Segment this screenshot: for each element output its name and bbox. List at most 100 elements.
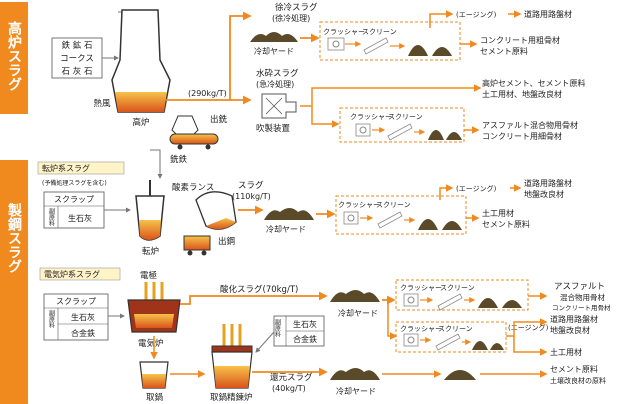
screen-label: スクリーン — [376, 201, 411, 209]
process-box — [335, 195, 467, 235]
section-bar-steel: 製鋼スラグ — [0, 160, 28, 404]
aging-label: (エージング) — [456, 10, 497, 19]
torpedo-car — [169, 115, 219, 150]
slow-cool-title: 徐冷スラグ — [275, 2, 318, 13]
blast-slag-rate: (290kg/T) — [188, 89, 227, 98]
section-bar-blast: 高炉スラグ — [0, 2, 28, 114]
converter-vessel — [135, 195, 165, 241]
input-limestone: 石 灰 石 — [62, 66, 93, 77]
product-ground-improver: 地盤改良材 — [550, 325, 590, 335]
screen-label: スクリーン — [440, 284, 475, 292]
converter-label-text: 転炉系スラグ — [42, 163, 90, 173]
blower-device — [261, 93, 297, 119]
input-scrap: スクラップ — [54, 195, 94, 204]
crusher-icon — [327, 37, 345, 51]
product-road-base: 道路用路盤材 — [524, 178, 572, 188]
cooling-yard-label: 冷却ヤード — [338, 308, 378, 318]
slow-cool-sub: (徐冷処理) — [272, 13, 310, 23]
product-cement-raw: セメント原料 — [480, 46, 528, 56]
crusher-icon — [355, 123, 371, 137]
screen-icon — [363, 37, 389, 55]
aging-label: (エージング) — [456, 184, 497, 193]
reducing-slag-title: 還元スラグ — [270, 372, 313, 383]
aggregate-piles — [408, 45, 452, 56]
input-coke: コークス — [60, 54, 94, 64]
crusher-label: クラッシャー — [350, 113, 392, 121]
product-road-base: 道路用路盤材 — [550, 314, 598, 324]
product-blast-cement: 高炉セメント、セメント原料 — [482, 78, 586, 88]
electric-furnace-label: 電気炉 — [138, 338, 164, 349]
refining-furnace-label: 取鍋精錬炉 — [210, 392, 253, 403]
electrode-label: 電極 — [140, 270, 158, 281]
converter-furnace-label: 転炉 — [142, 246, 159, 257]
process-box — [339, 107, 465, 143]
input-ferroalloy: 合金鉄 — [71, 328, 95, 338]
section-label-blast: 高炉スラグ — [6, 20, 22, 91]
input-quicklime: 生石灰 — [68, 213, 92, 223]
blast-furnace-label: 高炉 — [132, 117, 149, 128]
granulated-sub: (急冷処理) — [256, 79, 294, 89]
slag-pile — [250, 32, 298, 42]
process-box — [395, 279, 529, 311]
input-sub-material: 副原料 — [274, 318, 281, 338]
hot-air-label: 熱風 — [93, 98, 111, 109]
slag-pile — [330, 290, 380, 302]
input-iron-ore: 鉄 鉱 石 — [62, 40, 93, 51]
cooling-yard-label: 冷却ヤード — [336, 386, 376, 396]
product-earthwork: 土工用材、地盤改良材 — [482, 89, 562, 99]
electric-label: 電気炉系スラグ — [39, 267, 121, 281]
slag-pile — [330, 368, 380, 380]
screen-label: スクリーン — [362, 28, 397, 36]
screen-icon — [435, 333, 461, 351]
product-concrete-fine: コンクリート用細骨材 — [482, 131, 562, 141]
product-earthwork: 土工用材 — [550, 347, 582, 357]
product-concrete-coarse: コンクリート用粗骨材 — [480, 35, 560, 45]
slag-pile — [264, 208, 314, 220]
screen-icon — [387, 123, 413, 141]
ladle-label: 取鍋 — [146, 392, 163, 403]
refining-input-box: 副原料 生石灰 合金鉄 — [274, 315, 325, 347]
process-box — [395, 321, 507, 353]
reducing-slag-rate: (40kg/T) — [272, 384, 306, 393]
crusher-icon — [403, 293, 419, 307]
electric-input-box: スクラップ 副原料 生石灰 合金鉄 — [43, 293, 109, 341]
product-cement-raw: セメント原料 — [550, 364, 598, 374]
ladle — [139, 361, 169, 389]
crusher-label: クラッシャー — [323, 28, 365, 36]
product-asphalt-aggregate: アスファルト混合物用骨材 — [482, 120, 578, 130]
steel-tapping-label: 出鋼 — [218, 236, 235, 247]
tilted-converter — [195, 191, 237, 230]
aggregate-piles — [472, 341, 504, 350]
aggregate-piles — [428, 130, 462, 140]
screen-icon — [437, 293, 463, 311]
cooling-yard-label: 冷却ヤード — [254, 46, 294, 56]
ladle-refining-furnace — [211, 324, 253, 389]
product-earthwork: 土工用材 — [482, 208, 514, 218]
blast-furnace — [111, 9, 171, 113]
product-mixture-aggregate: 混合物用骨材 — [560, 292, 605, 302]
product-asphalt: アスファルト — [554, 282, 605, 292]
input-scrap: スクラップ — [56, 297, 96, 306]
pig-iron-label: 銑鉄 — [170, 154, 188, 165]
screen-label: スクリーン — [388, 113, 423, 121]
screen-icon — [377, 211, 403, 229]
product-road-base: 道路用路盤材 — [524, 9, 572, 19]
product-concrete-aggregate: コンクリート用骨材 — [552, 303, 611, 312]
crusher-label: クラッシャー — [400, 325, 442, 333]
product-cement-raw: セメント原料 — [482, 219, 530, 229]
converter-slag-title: スラグ — [238, 180, 264, 191]
input-quicklime: 生石灰 — [293, 319, 317, 329]
oxygen-lance-label: 酸素ランス — [172, 182, 214, 193]
electric-arc-furnace — [127, 282, 181, 333]
converter-note: (予備処理スラグを含む) — [42, 179, 107, 187]
input-ferroalloy: 合金鉄 — [293, 334, 317, 344]
section-label-steel: 製鋼スラグ — [6, 202, 23, 273]
aggregate-piles — [478, 298, 522, 308]
aging-label: (エージング) — [508, 323, 549, 332]
screen-label: スクリーン — [438, 325, 473, 333]
process-box — [319, 21, 461, 61]
input-sub-material: 副原料 — [48, 207, 55, 227]
crusher-label: クラッシャー — [400, 284, 442, 292]
granulated-title: 水砕スラグ — [256, 68, 299, 79]
input-sub-material: 副原料 — [48, 309, 55, 329]
